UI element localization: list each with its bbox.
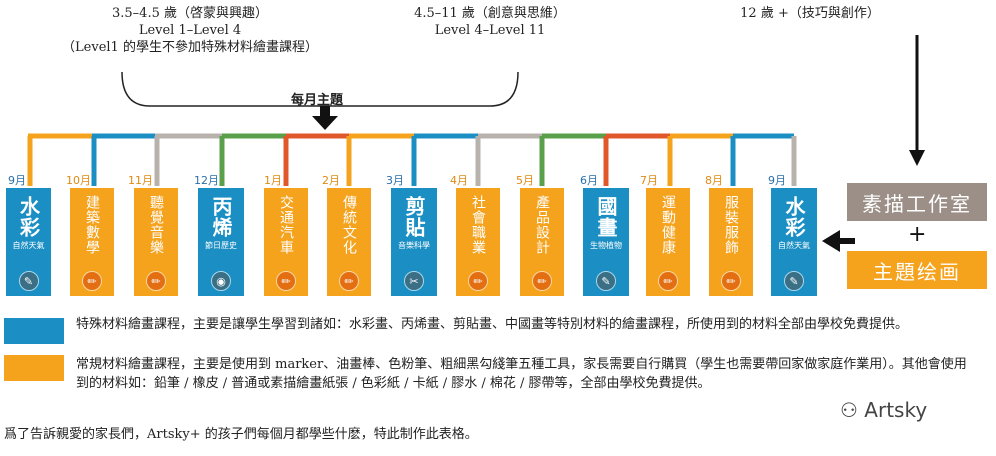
month-label: 12月 (194, 174, 219, 187)
pencil-icon: ✏ (468, 271, 488, 291)
month-label: 10月 (66, 174, 91, 187)
topic-subtitle: 自然天氣 (12, 241, 45, 250)
month-label: 6月 (580, 174, 598, 187)
age-group-2-levels: Level 4–Level 11 (434, 23, 546, 38)
topic-title: 傳統文化 (341, 195, 357, 255)
regular-legend-swatch (4, 355, 64, 381)
pencil-icon: ✏ (721, 271, 741, 291)
down-arrow-icon (909, 150, 925, 166)
month-card-dec: 丙烯 節日歷史 ◉ (198, 188, 244, 296)
month-card-jul: 運動健康 ✏ (646, 188, 690, 296)
topic-subtitle: 生物植物 (590, 241, 622, 250)
topic-title: 丙烯 (209, 196, 233, 238)
brush-cup-icon: ✎ (596, 271, 616, 291)
month-label: 9月 (768, 174, 786, 187)
topic-title: 社會職業 (470, 195, 486, 255)
topic-title: 交通汽車 (278, 195, 294, 255)
topic-title: 建築數學 (84, 195, 100, 255)
wechat-icon: ⚇ (840, 398, 865, 422)
topic-title: 水彩 (782, 196, 806, 238)
connector-diagram (27, 35, 925, 252)
month-label: 2月 (322, 174, 340, 187)
brush-cup-icon: ✎ (784, 271, 804, 291)
footer-note: 爲了告訴親愛的家長們，Artsky+ 的孩子們每個月都學些什麽，特此制作此表格。 (4, 427, 478, 442)
month-card-oct: 建築數學 ✏ (70, 188, 114, 296)
brush-cup-icon: ✎ (18, 271, 39, 291)
month-card-jun: 國畫 生物植物 ✎ (583, 188, 629, 296)
topic-title: 聽覺音樂 (148, 195, 164, 255)
topic-title: 國畫 (594, 196, 618, 238)
month-card-may: 產品設計 ✏ (520, 188, 564, 296)
month-card-apr: 社會職業 ✏ (456, 188, 500, 296)
month-card-feb: 傳統文化 ✏ (327, 188, 371, 296)
month-label: 9月 (8, 174, 26, 187)
age-group-2-header: 4.5–11 歲（創意與思維） Level 4–Level 11 (360, 5, 620, 39)
month-card-sep-next: 水彩 自然天氣 ✎ (771, 188, 817, 296)
topic-subtitle: 音樂科學 (398, 241, 430, 250)
pencil-icon: ✏ (82, 271, 102, 291)
special-legend-text: 特殊材料繪畫課程，主要是讓學生學習到諸如：水彩畫、丙烯畫、剪貼畫、中國畫等特別材… (76, 317, 909, 332)
left-arrow-icon (822, 230, 855, 252)
age-group-3-title: 12 歲 +（技巧與創作） (740, 6, 880, 21)
pencil-icon: ✏ (339, 271, 359, 291)
month-label: 8月 (705, 174, 723, 187)
watermark: ⚇ Artsky (840, 398, 927, 422)
month-card-aug: 服裝服飾 ✏ (709, 188, 753, 296)
regular-legend-text: 常規材料繪畫課程，主要是使用到 marker、油畫棒、色粉筆、粗細黑勾綫筆五種工… (76, 357, 967, 391)
palette-icon: ◉ (211, 271, 231, 291)
plus-sign: + (908, 222, 927, 247)
topic-subtitle: 自然天氣 (778, 241, 810, 250)
sketch-studio-box: 素描工作室 (847, 183, 987, 221)
age-group-1-note: （Level1 的學生不參加特殊材料繪畫課程） (62, 40, 318, 55)
pencil-icon: ✏ (658, 271, 678, 291)
age-group-1-header: 3.5–4.5 歲（啓蒙與興趣） Level 1–Level 4 （Level1… (20, 5, 360, 56)
age-group-1-title: 3.5–4.5 歲（啓蒙與興趣） (112, 6, 268, 21)
pencil-icon: ✏ (146, 271, 166, 291)
month-card-sep: 水彩 自然天氣 ✎ (6, 188, 51, 296)
month-label: 11月 (128, 174, 153, 187)
monthly-topic-label: 每月主題 (291, 93, 344, 108)
special-legend-swatch (4, 318, 64, 344)
pencil-icon: ✏ (532, 271, 552, 291)
topic-title: 運動健康 (660, 195, 676, 255)
topic-title: 水彩 (16, 196, 41, 238)
month-label: 3月 (386, 174, 404, 187)
month-card-mar: 剪貼 音樂科學 ✂ (391, 188, 437, 296)
month-card-nov: 聽覺音樂 ✏ (134, 188, 178, 296)
topic-subtitle: 節日歷史 (205, 241, 237, 250)
month-label: 1月 (264, 174, 282, 187)
scissors-icon: ✂ (404, 271, 424, 291)
age-group-1-levels: Level 1–Level 4 (138, 23, 242, 38)
topic-title: 產品設計 (534, 195, 550, 255)
month-label: 5月 (516, 174, 534, 187)
theme-painting-box: 主題绘画 (847, 251, 987, 289)
month-card-jan: 交通汽車 ✏ (264, 188, 308, 296)
month-label: 7月 (640, 174, 658, 187)
monthly-arrow-icon (312, 106, 338, 130)
topic-title: 服裝服飾 (723, 195, 739, 255)
month-label: 4月 (450, 174, 468, 187)
age-group-2-title: 4.5–11 歲（創意與思維） (414, 6, 566, 21)
topic-title: 剪貼 (402, 196, 426, 238)
pencil-icon: ✏ (276, 271, 296, 291)
watermark-text: Artsky (864, 398, 928, 422)
age-group-3-header: 12 歲 +（技巧與創作） (700, 5, 920, 22)
